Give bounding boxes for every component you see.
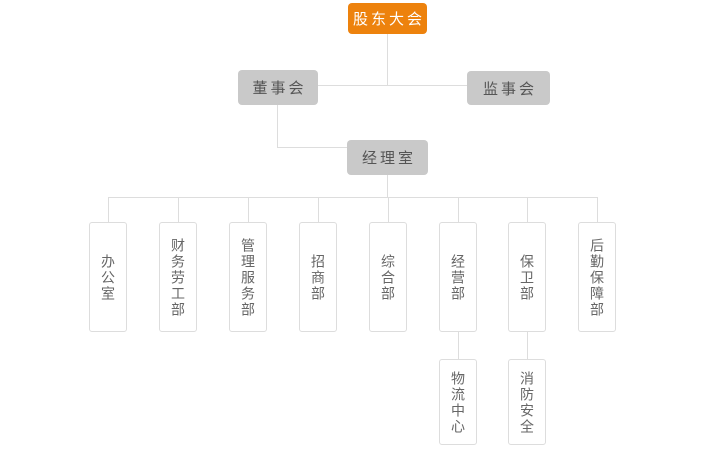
connector-drop-finance-labor — [178, 197, 179, 222]
node-subdept-fire-safety[interactable]: 消防安全 — [508, 359, 546, 445]
node-dept-investment[interactable]: 招商部 — [299, 222, 337, 332]
node-board-of-directors[interactable]: 董事会 — [238, 70, 318, 105]
node-subdept-logistics-center[interactable]: 物流中心 — [439, 359, 477, 445]
node-label: 综合部 — [380, 254, 396, 302]
node-label: 消防安全 — [519, 371, 535, 435]
node-label: 管理服务部 — [240, 238, 256, 318]
node-label: 经营部 — [450, 254, 466, 302]
node-managers-office[interactable]: 经理室 — [347, 140, 428, 175]
connector-board-to-manager — [277, 147, 347, 148]
node-label: 办公室 — [100, 254, 116, 302]
connector-drop-operations — [458, 197, 459, 222]
node-label: 经理室 — [361, 150, 416, 167]
connector-drop-logistics-supp — [597, 197, 598, 222]
node-label: 招商部 — [310, 254, 326, 302]
node-dept-general[interactable]: 综合部 — [369, 222, 407, 332]
node-dept-operations[interactable]: 经营部 — [439, 222, 477, 332]
connector-drop-security — [527, 197, 528, 222]
node-label: 股东大会 — [352, 11, 425, 28]
connector-board-down — [277, 105, 278, 148]
node-label: 保卫部 — [519, 254, 535, 302]
node-label: 后勤保障部 — [589, 238, 605, 318]
connector-drop-investment — [318, 197, 319, 222]
connector-manager-down — [387, 175, 388, 198]
node-dept-finance-labor[interactable]: 财务劳工部 — [159, 222, 197, 332]
node-label: 物流中心 — [450, 371, 466, 435]
connector-drop-general — [388, 197, 389, 222]
node-label: 监事会 — [482, 80, 537, 98]
connector-board-supervisory — [318, 85, 467, 86]
node-supervisory-board[interactable]: 监事会 — [467, 71, 550, 105]
connector-root-down — [387, 33, 388, 86]
connector-drop-office — [108, 197, 109, 222]
connector-departments-rail — [108, 197, 598, 198]
node-dept-office[interactable]: 办公室 — [89, 222, 127, 332]
node-dept-management-service[interactable]: 管理服务部 — [229, 222, 267, 332]
node-label: 董事会 — [252, 80, 307, 97]
node-dept-logistics-support[interactable]: 后勤保障部 — [578, 222, 616, 332]
node-shareholders-meeting[interactable]: 股东大会 — [348, 3, 427, 34]
connector-drop-mgmt-service — [248, 197, 249, 222]
connector-security-to-fire-safety — [527, 332, 528, 359]
node-label: 财务劳工部 — [170, 238, 186, 318]
connector-operations-to-logistics-center — [458, 332, 459, 359]
node-dept-security[interactable]: 保卫部 — [508, 222, 546, 332]
